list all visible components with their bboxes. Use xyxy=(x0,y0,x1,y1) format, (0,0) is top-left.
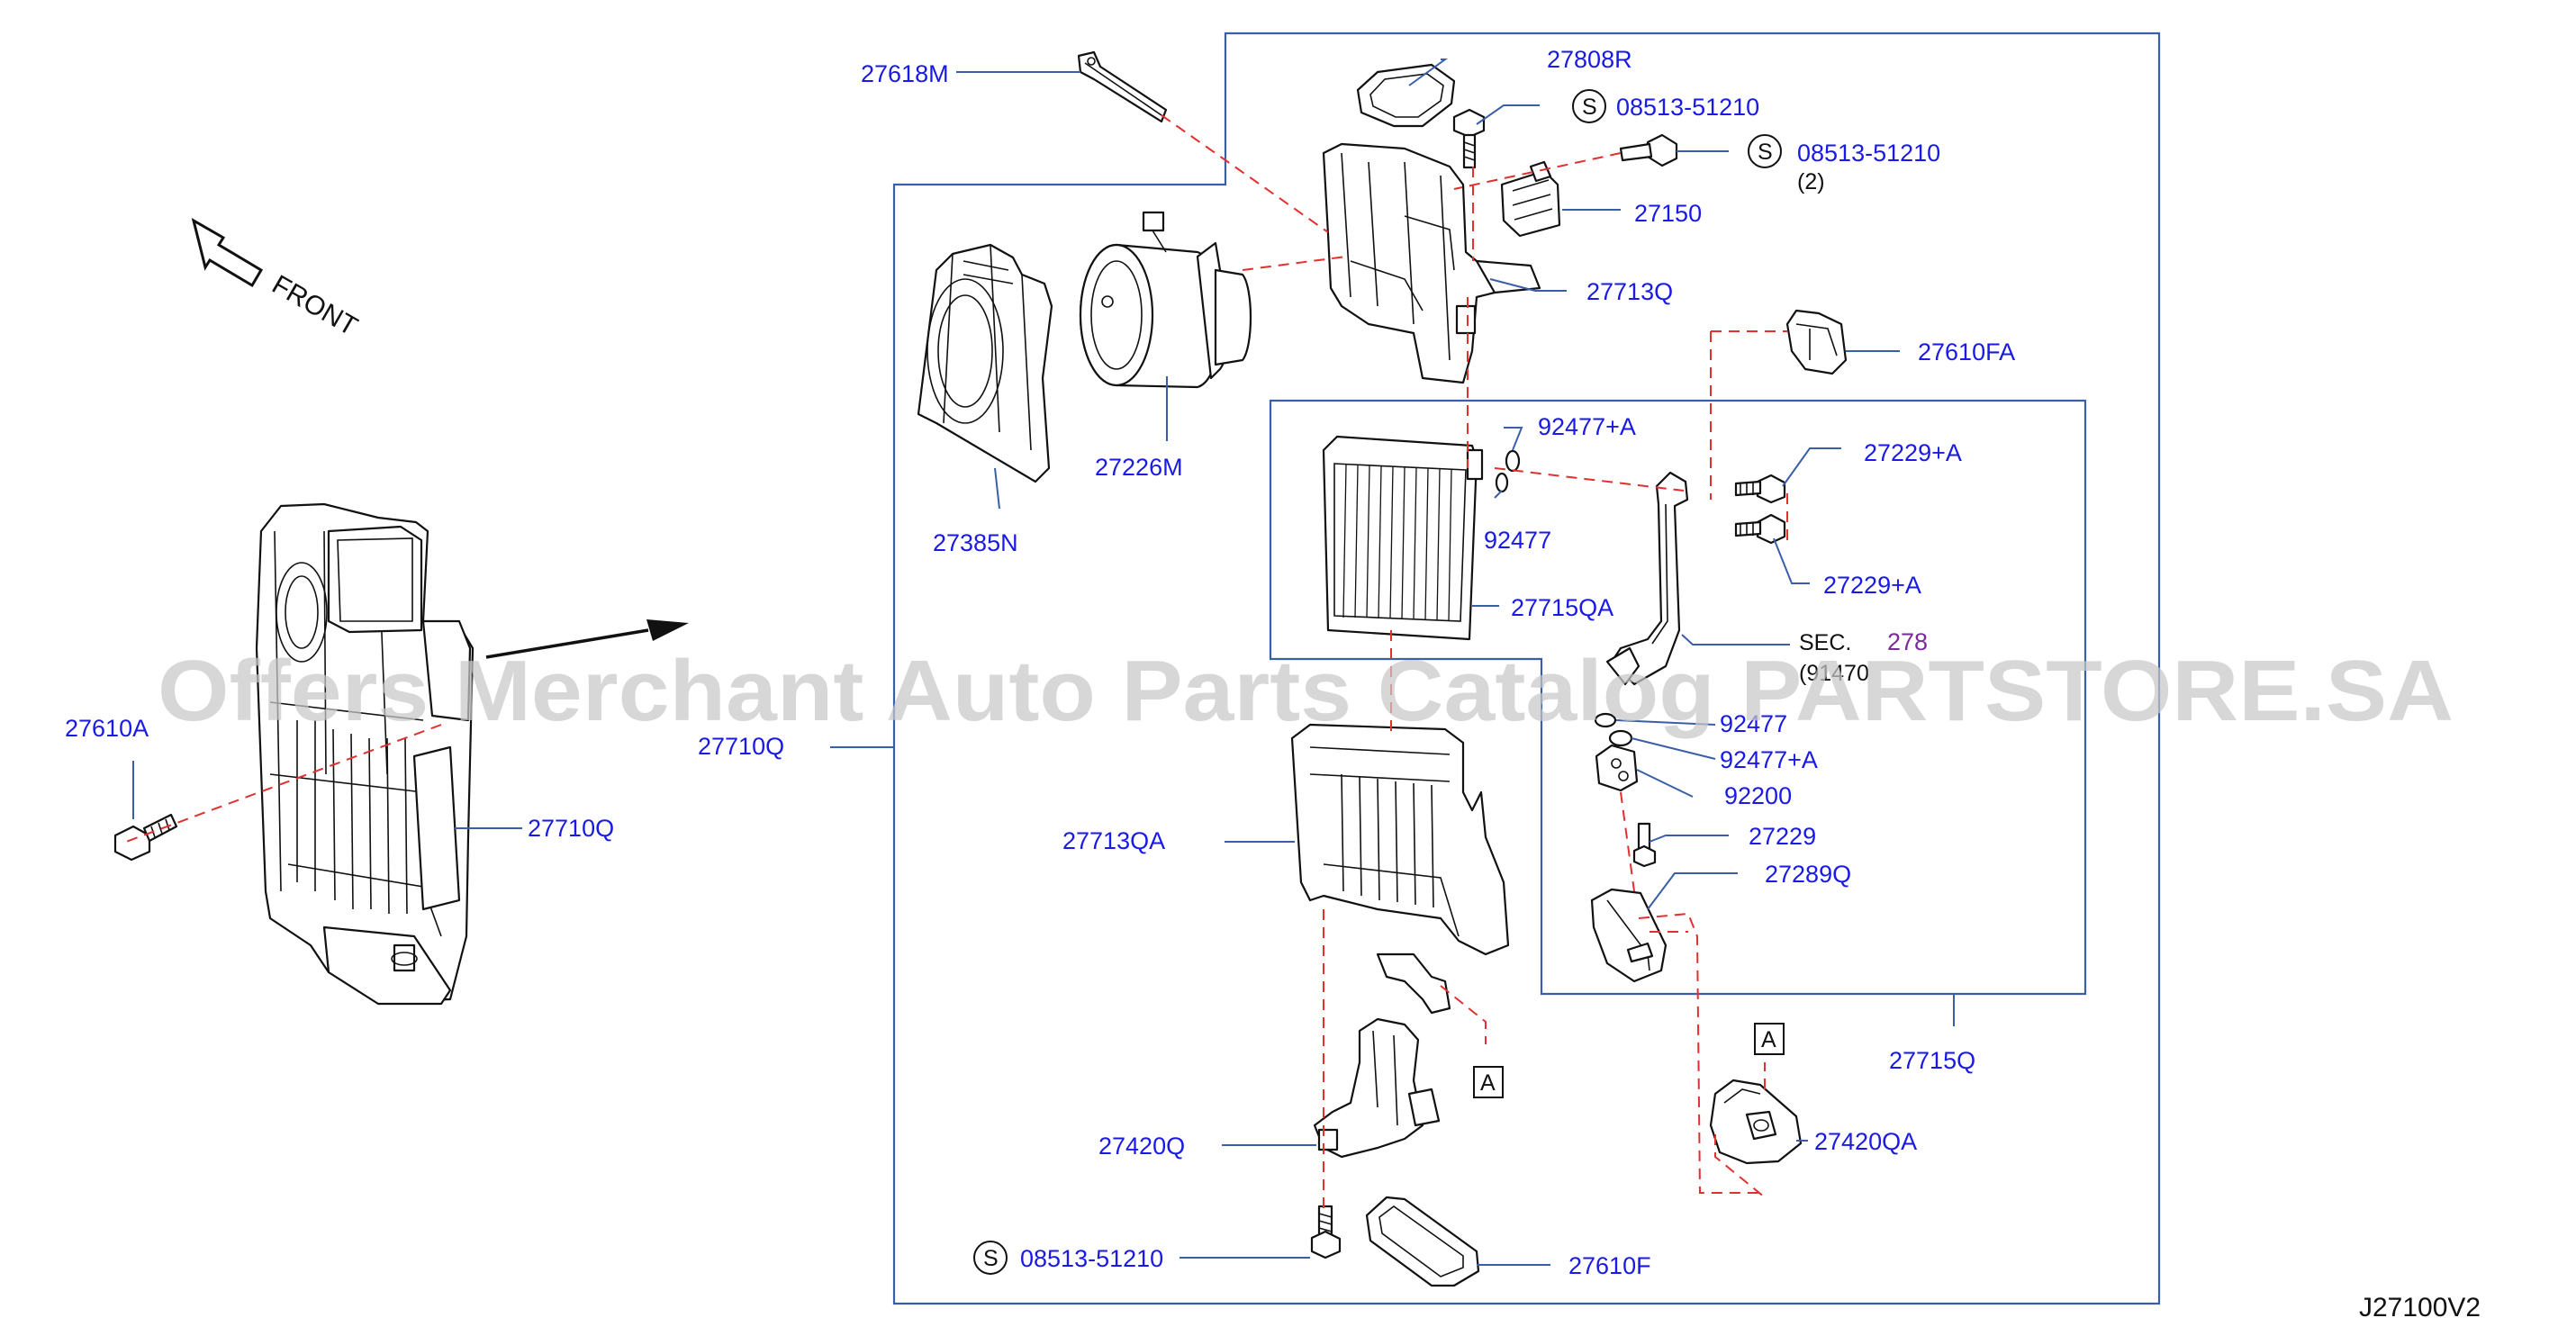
label-27715QA[interactable]: 27715QA xyxy=(1511,594,1613,621)
label-08513-top[interactable]: 08513-51210 xyxy=(1616,94,1759,121)
case-27713Q xyxy=(1322,142,1541,384)
o-rings-mid xyxy=(1594,712,1633,747)
screw-symbol-top xyxy=(1572,89,1606,123)
label-27420QA[interactable]: 27420QA xyxy=(1814,1128,1917,1155)
label-27610FA[interactable]: 27610FA xyxy=(1918,339,2015,366)
screw-right xyxy=(1619,133,1678,167)
label-92477A-top[interactable]: 92477+A xyxy=(1538,413,1636,440)
ref-box-a-left xyxy=(1473,1066,1504,1098)
pipe-27229 xyxy=(1605,471,1689,686)
ref-marker-right: A xyxy=(1761,1027,1776,1052)
label-27229[interactable]: 27229 xyxy=(1749,823,1816,850)
bracket-27618M xyxy=(1077,50,1168,123)
label-27226M[interactable]: 27226M xyxy=(1095,454,1183,481)
screw-symbol-mid xyxy=(1748,134,1782,168)
seal-27610F xyxy=(1365,1196,1480,1287)
label-27710Q-left[interactable]: 27710Q xyxy=(528,815,614,842)
screw-symbol-bottom xyxy=(973,1241,1008,1275)
clip-27610FA xyxy=(1785,309,1848,375)
label-27610F[interactable]: 27610F xyxy=(1568,1252,1651,1279)
screw-symbol-top-label: S xyxy=(1582,95,1597,120)
label-27229A-bottom[interactable]: 27229+A xyxy=(1823,572,1921,599)
clip-27420QA xyxy=(1709,1079,1803,1165)
screw-bottom xyxy=(1310,1205,1342,1259)
sec-prefix: SEC. xyxy=(1799,630,1851,655)
label-92200[interactable]: 92200 xyxy=(1724,782,1792,809)
front-label: FRONT xyxy=(267,269,363,341)
watermark: Offers Merchant Auto Parts Catalog PARTS… xyxy=(158,643,2454,739)
case-27713QA xyxy=(1290,723,1510,1015)
front-arrow-icon xyxy=(191,217,264,288)
screw-27229 xyxy=(1632,822,1657,868)
screw-symbol-mid-label: S xyxy=(1758,140,1773,165)
resistor-27150 xyxy=(1500,160,1561,238)
overview-arrowhead-icon xyxy=(646,619,689,641)
assembly-lines xyxy=(125,114,1788,1211)
label-27713Q[interactable]: 27713Q xyxy=(1586,278,1673,305)
sec-sub: (91470 xyxy=(1799,661,1869,686)
ref-box-a-right xyxy=(1754,1023,1785,1055)
label-27713QA[interactable]: 27713QA xyxy=(1062,827,1165,854)
label-27715Q[interactable]: 27715Q xyxy=(1889,1047,1975,1074)
label-92477-top[interactable]: 92477 xyxy=(1484,527,1551,554)
label-08513-mid[interactable]: 08513-51210 xyxy=(1797,140,1940,167)
main-frame xyxy=(892,32,2161,1305)
label-27289Q[interactable]: 27289Q xyxy=(1765,861,1851,888)
label-27808R[interactable]: 27808R xyxy=(1547,46,1632,73)
ref-marker-left: A xyxy=(1480,1070,1496,1096)
label-08513-bottom[interactable]: 08513-51210 xyxy=(1020,1245,1163,1272)
bolt-27610A xyxy=(113,813,178,862)
screw-symbol-bottom-label: S xyxy=(983,1246,999,1271)
label-27229A-top[interactable]: 27229+A xyxy=(1864,439,1962,466)
bolt-27229A-bottom xyxy=(1734,513,1786,545)
label-27385N[interactable]: 27385N xyxy=(933,529,1018,556)
bolt-27229A-top xyxy=(1734,474,1786,504)
leader-lines xyxy=(132,59,1955,1266)
label-27420Q[interactable]: 27420Q xyxy=(1098,1133,1185,1160)
heater-core-27715QA xyxy=(1322,435,1484,641)
valve-92200 xyxy=(1595,744,1639,792)
insulator-27289Q xyxy=(1590,888,1668,983)
motor-27226M xyxy=(1079,211,1252,389)
sec-number[interactable]: 278 xyxy=(1887,628,1928,655)
diagram-code: J27100V2 xyxy=(2359,1293,2481,1322)
label-27150[interactable]: 27150 xyxy=(1634,200,1702,227)
screw-top xyxy=(1452,108,1486,169)
overview-pointer-arrow xyxy=(485,628,649,659)
label-27618M[interactable]: 27618M xyxy=(861,60,949,87)
label-27710Q-main[interactable]: 27710Q xyxy=(698,733,784,760)
seal-27808R xyxy=(1356,63,1456,128)
housing-27385N xyxy=(917,243,1053,483)
quantity-note: (2) xyxy=(1797,169,1825,194)
label-27610A[interactable]: 27610A xyxy=(65,715,149,742)
label-92477-mid[interactable]: 92477 xyxy=(1720,710,1787,737)
label-92477A-mid[interactable]: 92477+A xyxy=(1720,746,1818,773)
bracket-27420Q xyxy=(1313,1017,1441,1159)
